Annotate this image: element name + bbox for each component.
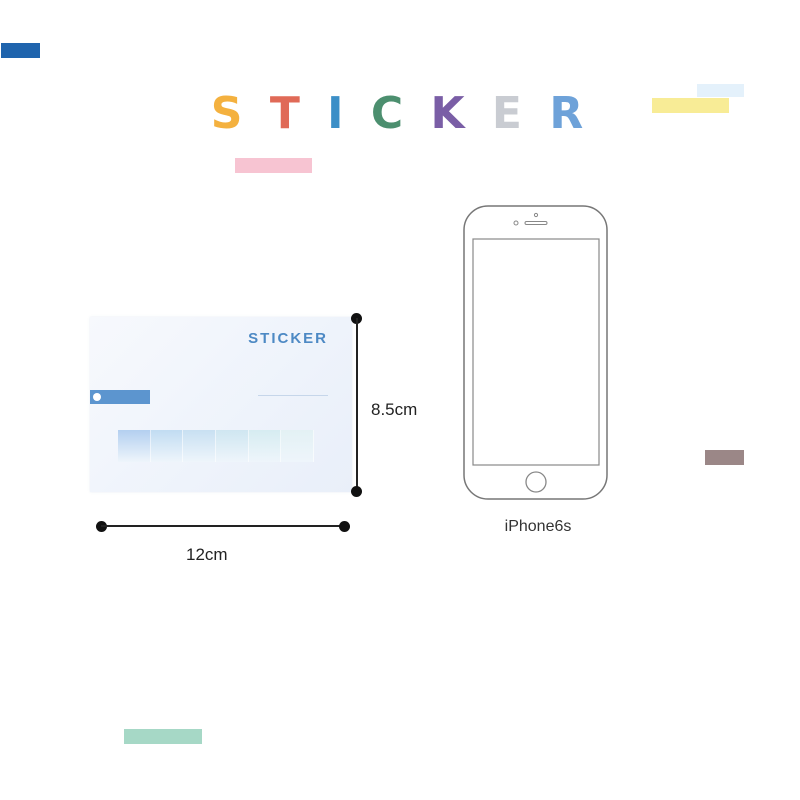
pad-divider	[258, 395, 328, 396]
height-dimension-line	[356, 318, 358, 492]
tape-lightblue	[697, 84, 744, 97]
height-dimension-bottom-dot	[351, 486, 362, 497]
pad-tab	[248, 430, 282, 462]
title-letter: K	[430, 88, 471, 139]
title-letter: S	[210, 88, 249, 139]
width-dimension-right-dot	[339, 521, 350, 532]
tape-mint	[124, 729, 202, 744]
title-letter: E	[491, 88, 528, 139]
pad-tab	[216, 430, 249, 462]
phone-outline-icon	[463, 205, 608, 500]
title-letter: R	[549, 88, 590, 139]
badge-logo-icon	[93, 393, 101, 401]
title-letter: C	[370, 88, 410, 139]
tape-yellow	[652, 98, 729, 113]
title-letter: I	[327, 88, 350, 139]
phone-label: iPhone6s	[504, 518, 572, 535]
sticker-pad-image: STICKER	[90, 317, 352, 492]
pad-tab	[281, 430, 315, 462]
pad-tab	[150, 430, 184, 462]
pad-tabs	[118, 430, 315, 462]
pad-title: STICKER	[248, 330, 328, 347]
page-title: S T I C K E R	[0, 88, 800, 139]
tape-taupe	[705, 450, 744, 465]
tape-blue	[1, 43, 40, 58]
tape-pink	[235, 158, 312, 173]
pad-tab	[183, 430, 217, 462]
height-label: 8.5cm	[371, 400, 418, 419]
pad-badge	[90, 390, 150, 404]
title-letter: T	[269, 88, 306, 139]
pad-tab	[118, 430, 151, 462]
width-label: 12cm	[186, 545, 228, 564]
width-dimension-line	[101, 525, 345, 527]
